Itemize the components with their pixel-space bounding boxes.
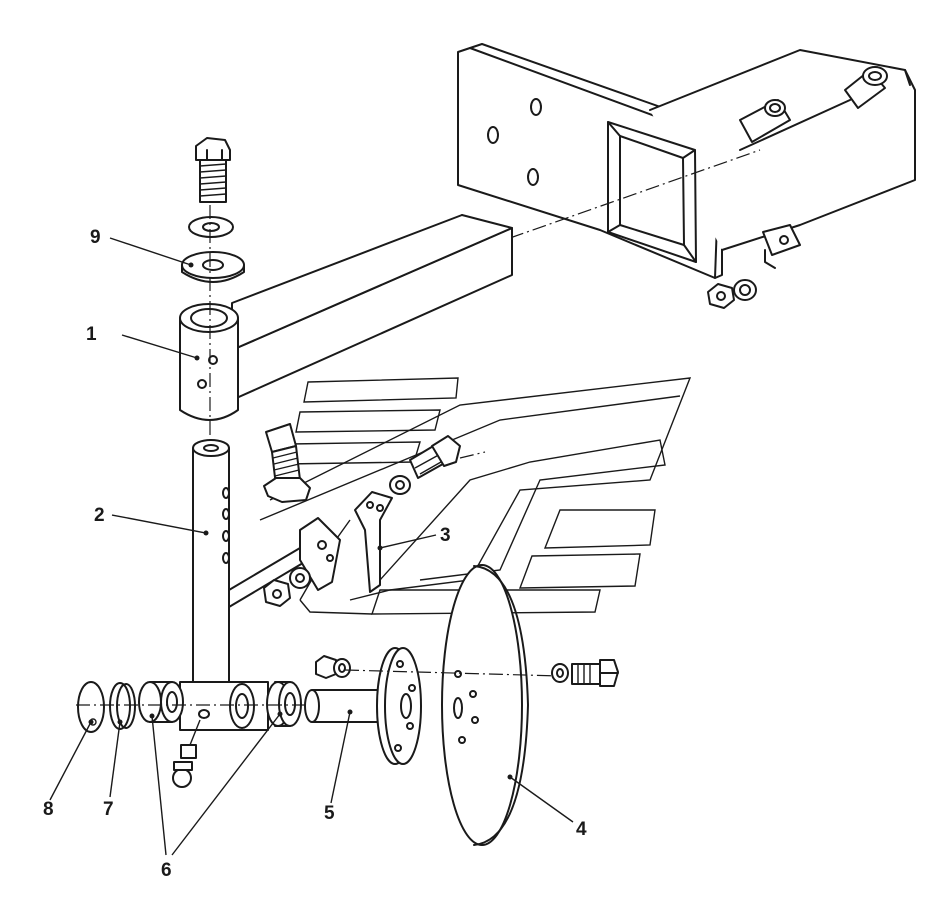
small-washer xyxy=(188,216,234,238)
disc xyxy=(441,564,529,846)
callouts: 9 1 2 3 4 5 6 7 8 xyxy=(43,227,587,881)
cover-washer-8 xyxy=(77,681,105,733)
middle-bolt-left xyxy=(263,423,311,503)
callout-1: 1 xyxy=(86,324,97,345)
callout-8: 8 xyxy=(43,799,54,820)
callout-2: 2 xyxy=(94,505,105,526)
large-washer-9 xyxy=(181,251,245,283)
arm-tube xyxy=(231,214,513,401)
callout-9: 9 xyxy=(90,227,101,248)
angle-bracket xyxy=(299,491,393,593)
top-bolt xyxy=(195,137,231,203)
leader-6b xyxy=(171,713,281,856)
middle-bolt-right xyxy=(389,435,486,495)
callout-6: 6 xyxy=(161,860,172,881)
disc-bolt xyxy=(551,659,619,687)
leader-1 xyxy=(121,334,198,359)
axis-line-beam xyxy=(509,149,761,239)
leader-3 xyxy=(379,534,437,549)
sleeve-tube xyxy=(179,303,239,421)
callout-4: 4 xyxy=(576,819,587,840)
leader-7 xyxy=(109,721,121,798)
bushing-right xyxy=(266,681,302,727)
spring-ring-7 xyxy=(109,682,136,730)
callout-3: 3 xyxy=(440,525,451,546)
leader-9 xyxy=(109,237,192,266)
axle-hub xyxy=(304,647,422,765)
leader-4 xyxy=(509,776,574,823)
bracket-nuts xyxy=(263,567,311,607)
frame-beam xyxy=(457,43,916,309)
axis-line-disc xyxy=(344,669,561,677)
grease-nipple xyxy=(172,719,201,788)
leader-5 xyxy=(330,711,351,804)
callout-5: 5 xyxy=(324,803,335,824)
leader-2 xyxy=(111,514,207,534)
bushing-left xyxy=(138,681,184,723)
leader-6a xyxy=(151,715,167,856)
leader-lines xyxy=(49,237,574,856)
leader-8 xyxy=(49,721,92,801)
callout-7: 7 xyxy=(103,799,114,820)
